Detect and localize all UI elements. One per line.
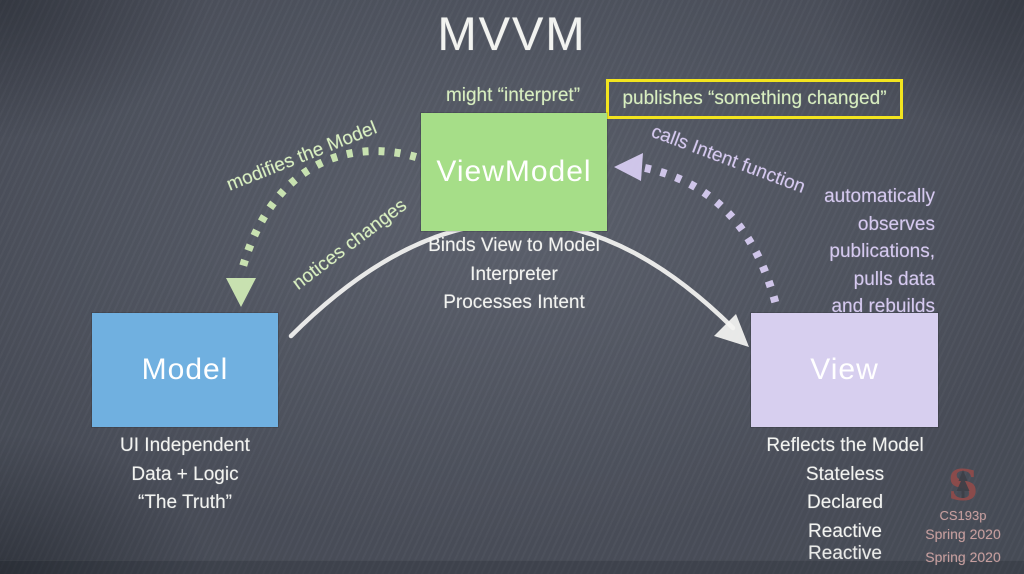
model-box: Model bbox=[92, 313, 278, 427]
term-label: Spring 2020 bbox=[925, 526, 1001, 542]
auto-observe-line: publications, bbox=[829, 241, 935, 262]
stanford-s-logo-icon: S bbox=[948, 464, 978, 506]
viewmodel-box-label: ViewModel bbox=[436, 155, 592, 188]
model-box-label: Model bbox=[141, 353, 229, 386]
model-note-line: Data + Logic bbox=[131, 463, 239, 485]
view-note-line: Reflects the Model bbox=[766, 435, 924, 456]
viewmodel-notes: Binds View to Model Interpreter Processe… bbox=[404, 232, 624, 318]
slide-title: MVVM bbox=[437, 7, 587, 60]
term-label-overlap: Spring 2020 bbox=[925, 549, 1001, 565]
publishes-changed-callout: publishes “something changed” bbox=[606, 79, 903, 119]
auto-observe-line: pulls data bbox=[853, 268, 935, 290]
view-note-line: Reactive bbox=[808, 520, 882, 542]
model-note-line: “The Truth” bbox=[138, 492, 232, 513]
view-notes: Reflects the Model Stateless Declared Re… bbox=[725, 432, 965, 546]
viewmodel-box: ViewModel bbox=[421, 113, 607, 231]
viewmodel-note-line: Interpreter bbox=[470, 263, 558, 285]
auto-observe-line: observes bbox=[857, 213, 935, 235]
viewmodel-note-line: Binds View to Model bbox=[428, 235, 600, 256]
view-note-line: Declared bbox=[806, 492, 884, 513]
viewmodel-note-line: Processes Intent bbox=[443, 292, 585, 313]
view-box-label: View bbox=[810, 353, 879, 386]
auto-observe-note: automatically observes publications, pul… bbox=[735, 183, 935, 321]
might-interpret-label: might “interpret” bbox=[445, 85, 581, 106]
view-note-line: Stateless bbox=[805, 463, 885, 485]
footer: S CS193p Spring 2020 Spring 2020 bbox=[908, 464, 1018, 565]
course-label: CS193p bbox=[939, 508, 987, 523]
view-box: View bbox=[751, 313, 938, 427]
model-notes: UI Independent Data + Logic “The Truth” bbox=[75, 432, 295, 518]
model-note-line: UI Independent bbox=[120, 435, 250, 456]
auto-observe-line: and rebuilds bbox=[831, 296, 935, 317]
auto-observe-line: automatically bbox=[824, 186, 935, 207]
view-note-overflow-clipped: Reactive bbox=[808, 543, 882, 563]
slide-transition-seam bbox=[0, 560, 1024, 574]
publishes-changed-label: publishes “something changed” bbox=[622, 88, 887, 109]
